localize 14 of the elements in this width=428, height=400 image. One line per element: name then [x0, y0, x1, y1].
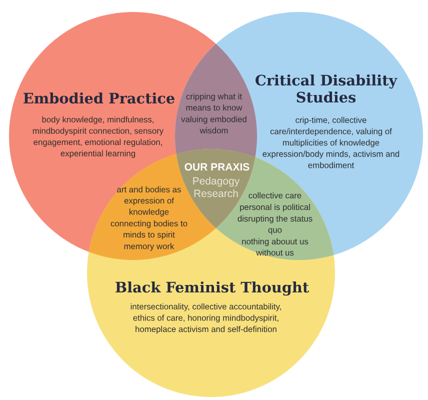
description-text: intersectionality, collective accountability, ethics of care, honoring mindbodyspirit, homeplace activism and self-definition — [130, 303, 281, 334]
center-subtitle: Pedagogy — [193, 176, 240, 187]
heading: Critical Disability Studies — [256, 74, 398, 103]
description-text: crip-time, collective care/interdependence, valuing of multiplicities of knowledge expression/body minds, activism and embodiment — [262, 116, 400, 168]
list-item: nothing abouut us without us — [242, 238, 308, 256]
center-subtitle: Research — [194, 189, 238, 198]
list-item: personal is political — [240, 204, 310, 212]
list-item: valuing embodied wisdom — [181, 116, 246, 134]
heading: Embodied Practice — [24, 92, 174, 104]
description-text: body knowledge, mindfulness, mindbodyspirit connection, sensory engagement, emotional regulation, experiential learning — [32, 116, 164, 158]
list-item: collective care — [248, 192, 302, 198]
list-item: memory work — [124, 243, 174, 251]
center-title: OUR PRAXIS — [184, 163, 250, 171]
heading: Black Feminist Thought — [116, 281, 310, 296]
